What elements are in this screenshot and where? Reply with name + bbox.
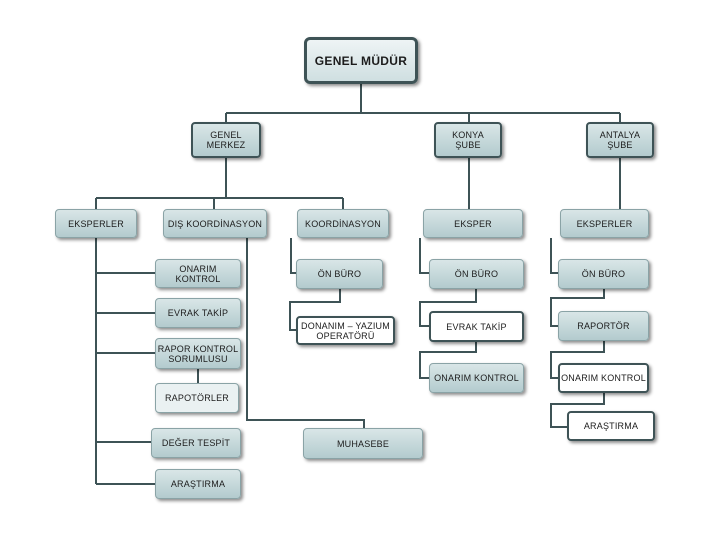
gm-deger-tespit-box: DEĞER TESPİT [151,428,241,458]
konya-on-buro-box: ÖN BÜRO [429,259,524,289]
konya-sube-box: KONYA ŞUBE [434,122,502,158]
gm-muhasebe-box: MUHASEBE [303,428,423,459]
antalya-eksperler-box: EKSPERLER [560,209,649,238]
antalya-arastirma-box: ARAŞTIRMA [567,411,655,441]
gm-rapor-kontrol-box: RAPOR KONTROL SORUMLUSU [155,338,241,369]
konya-eksper-box: EKSPER [423,209,523,238]
genel-merkez-box: GENEL MERKEZ [191,122,261,158]
genel-mudur-box: GENEL MÜDÜR [304,37,418,84]
gm-dis-koordinasyon-box: DIŞ KOORDİNASYON [163,209,267,238]
konya-evrak-takip-box: EVRAK TAKİP [429,311,524,342]
antalya-onarim-kontrol-box: ONARIM KONTROL [558,363,649,393]
gm-evrak-takip-box: EVRAK TAKİP [155,298,241,328]
antalya-on-buro-box: ÖN BÜRO [558,259,649,289]
gm-onarim-kontrol-box: ONARIM KONTROL [155,259,241,288]
gm-donanim-operatoru-box: DONANIM – YAZIUM OPERATÖRÜ [296,316,395,345]
gm-arastirma-box: ARAŞTIRMA [155,469,241,499]
konya-onarim-kontrol-box: ONARIM KONTROL [429,363,524,393]
gm-on-buro-box: ÖN BÜRO [296,259,383,289]
antalya-raportor-box: RAPORTÖR [558,311,649,341]
gm-raportorler-box: RAPOTÖRLER [155,383,239,413]
antalya-sube-box: ANTALYA ŞUBE [586,122,654,158]
gm-koordinasyon-box: KOORDİNASYON [297,209,389,238]
gm-eksperler-box: EKSPERLER [55,209,137,238]
